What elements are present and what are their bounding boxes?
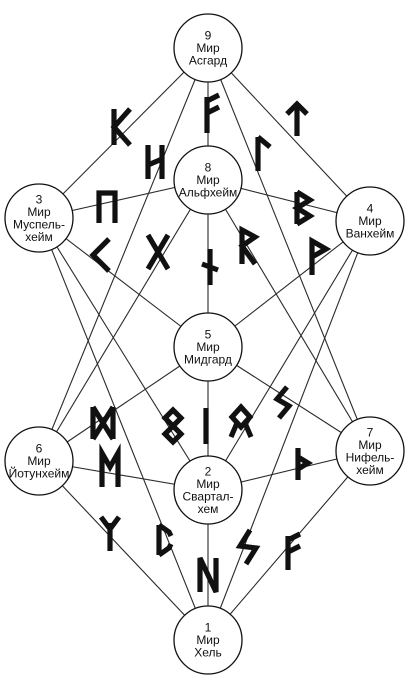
nauthiz-rune [201, 249, 219, 285]
ingwaz-rune [161, 406, 185, 446]
node-circle [173, 312, 243, 382]
jera-rune [235, 528, 261, 566]
raidho-rune [238, 225, 260, 266]
node-circle [173, 605, 243, 675]
edge-n4-n1 [207, 220, 371, 641]
node-label-line: Мир [196, 173, 220, 187]
node-circle [4, 183, 74, 253]
sowilo-rune [273, 385, 293, 420]
node-circle [335, 186, 405, 256]
node-label-line: хем [198, 502, 219, 516]
diagram-nodes: 9МирАсгард8МирАльфхейм3МирМуспель-хейм4М… [4, 13, 405, 675]
node-circle [173, 145, 243, 215]
node-label-line: Альфхейм [179, 186, 238, 200]
othala-rune [228, 403, 254, 439]
kenaz-rune [110, 107, 132, 147]
thurisaz-rune [295, 448, 314, 480]
edge-n8-n7 [207, 179, 371, 452]
node-number: 6 [36, 442, 43, 456]
edge-n6-n1 [38, 460, 209, 641]
hagalaz-rune [145, 145, 165, 179]
node-number: 3 [36, 192, 43, 206]
node-label-line: Мир [196, 41, 220, 55]
node-label-line: Хель [194, 646, 222, 660]
node-label-line: Асгард [189, 54, 227, 68]
edge-n3-n1 [38, 217, 209, 641]
node-number: 9 [205, 29, 212, 43]
node-number: 7 [367, 425, 374, 439]
perthro-rune [156, 522, 174, 558]
edge-n9-n4 [207, 47, 371, 222]
berkano-rune [292, 189, 315, 227]
gebo-rune [145, 233, 171, 271]
node-label-line: Свартал- [182, 489, 233, 503]
fehu-rune [285, 531, 302, 570]
node-label-line: Мир [196, 477, 220, 491]
edge-n9-n3 [38, 47, 209, 219]
node-circle [4, 426, 74, 496]
rune-glyphs [89, 92, 332, 594]
node-label-line: Ванхейм [346, 227, 395, 241]
node-label-line: Мир [196, 633, 220, 647]
node-label-line: Мир [27, 205, 51, 219]
dagaz-rune [90, 405, 116, 441]
edge-n3-n2 [38, 217, 209, 491]
uruz-rune [96, 190, 118, 223]
edge-n4-n2 [207, 220, 371, 491]
node-circle [173, 455, 243, 525]
node-label-line: Мир [196, 340, 220, 354]
node-number: 5 [205, 328, 212, 342]
edge-n9-n7 [207, 47, 371, 452]
node-circle [335, 416, 405, 486]
kaun-rune [89, 237, 111, 273]
node-number: 4 [367, 202, 374, 216]
node-number: 1 [205, 621, 212, 635]
node-label-line: Нифель- [346, 450, 395, 464]
laguz-rune [255, 135, 272, 171]
node-label-line: Йотунхейм [9, 466, 70, 481]
node-label-line: Мидгард [184, 353, 232, 367]
algiz-rune [98, 515, 122, 551]
node-circle [173, 13, 243, 83]
node-number: 2 [205, 464, 212, 478]
node-number: 8 [205, 161, 212, 175]
tiwaz-rune [285, 100, 309, 136]
edge-n3-n5 [38, 217, 209, 348]
edge-n8-n6 [38, 179, 209, 462]
edge-n9-n6 [38, 47, 209, 462]
node-label-line: Мир [358, 214, 382, 228]
ansuz-rune [204, 92, 221, 133]
node-label-line: Мир [358, 438, 382, 452]
ehwaz-rune [197, 556, 219, 594]
wunjo-rune [309, 236, 332, 275]
mannaz-rune [99, 443, 121, 487]
node-label-line: Муспель- [13, 217, 65, 231]
node-label-line: хейм [25, 230, 53, 244]
node-label-line: Мир [27, 454, 51, 468]
node-label-line: хейм [356, 463, 384, 477]
